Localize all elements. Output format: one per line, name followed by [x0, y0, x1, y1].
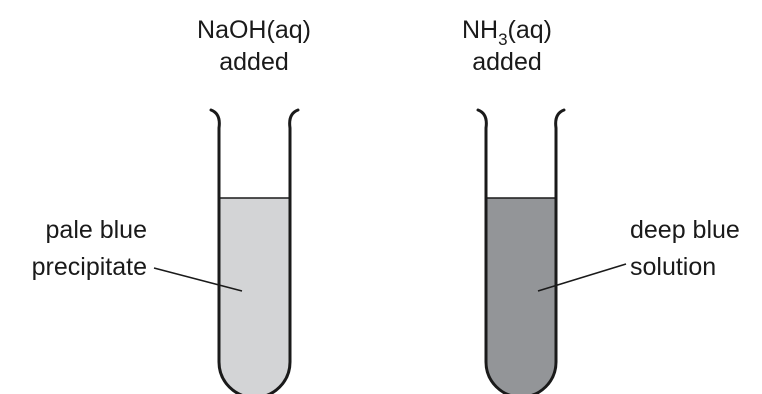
left-tube-reagent: NaOH(aq) — [197, 16, 311, 44]
deep-blue-solution-liquid — [486, 198, 556, 394]
right-reagent-subscript: 3 — [498, 30, 507, 49]
right-reagent-suffix: (aq) — [508, 16, 552, 44]
right-tube-reagent: NH3(aq) — [462, 16, 552, 49]
right-tube-reagent-added: added — [472, 48, 542, 76]
right-reagent-main: NH — [462, 16, 498, 44]
right-observation-line1: deep blue — [630, 216, 740, 244]
left-observation-line2: precipitate — [32, 253, 147, 281]
left-leader-line — [153, 267, 243, 292]
right-test-tube — [476, 108, 566, 394]
left-test-tube — [209, 108, 300, 394]
right-leader-line — [537, 263, 627, 292]
right-observation-line2: solution — [630, 253, 716, 281]
left-tube-reagent-added: added — [219, 48, 289, 76]
pale-blue-precipitate-liquid — [219, 198, 290, 394]
left-observation-line1: pale blue — [46, 216, 147, 244]
